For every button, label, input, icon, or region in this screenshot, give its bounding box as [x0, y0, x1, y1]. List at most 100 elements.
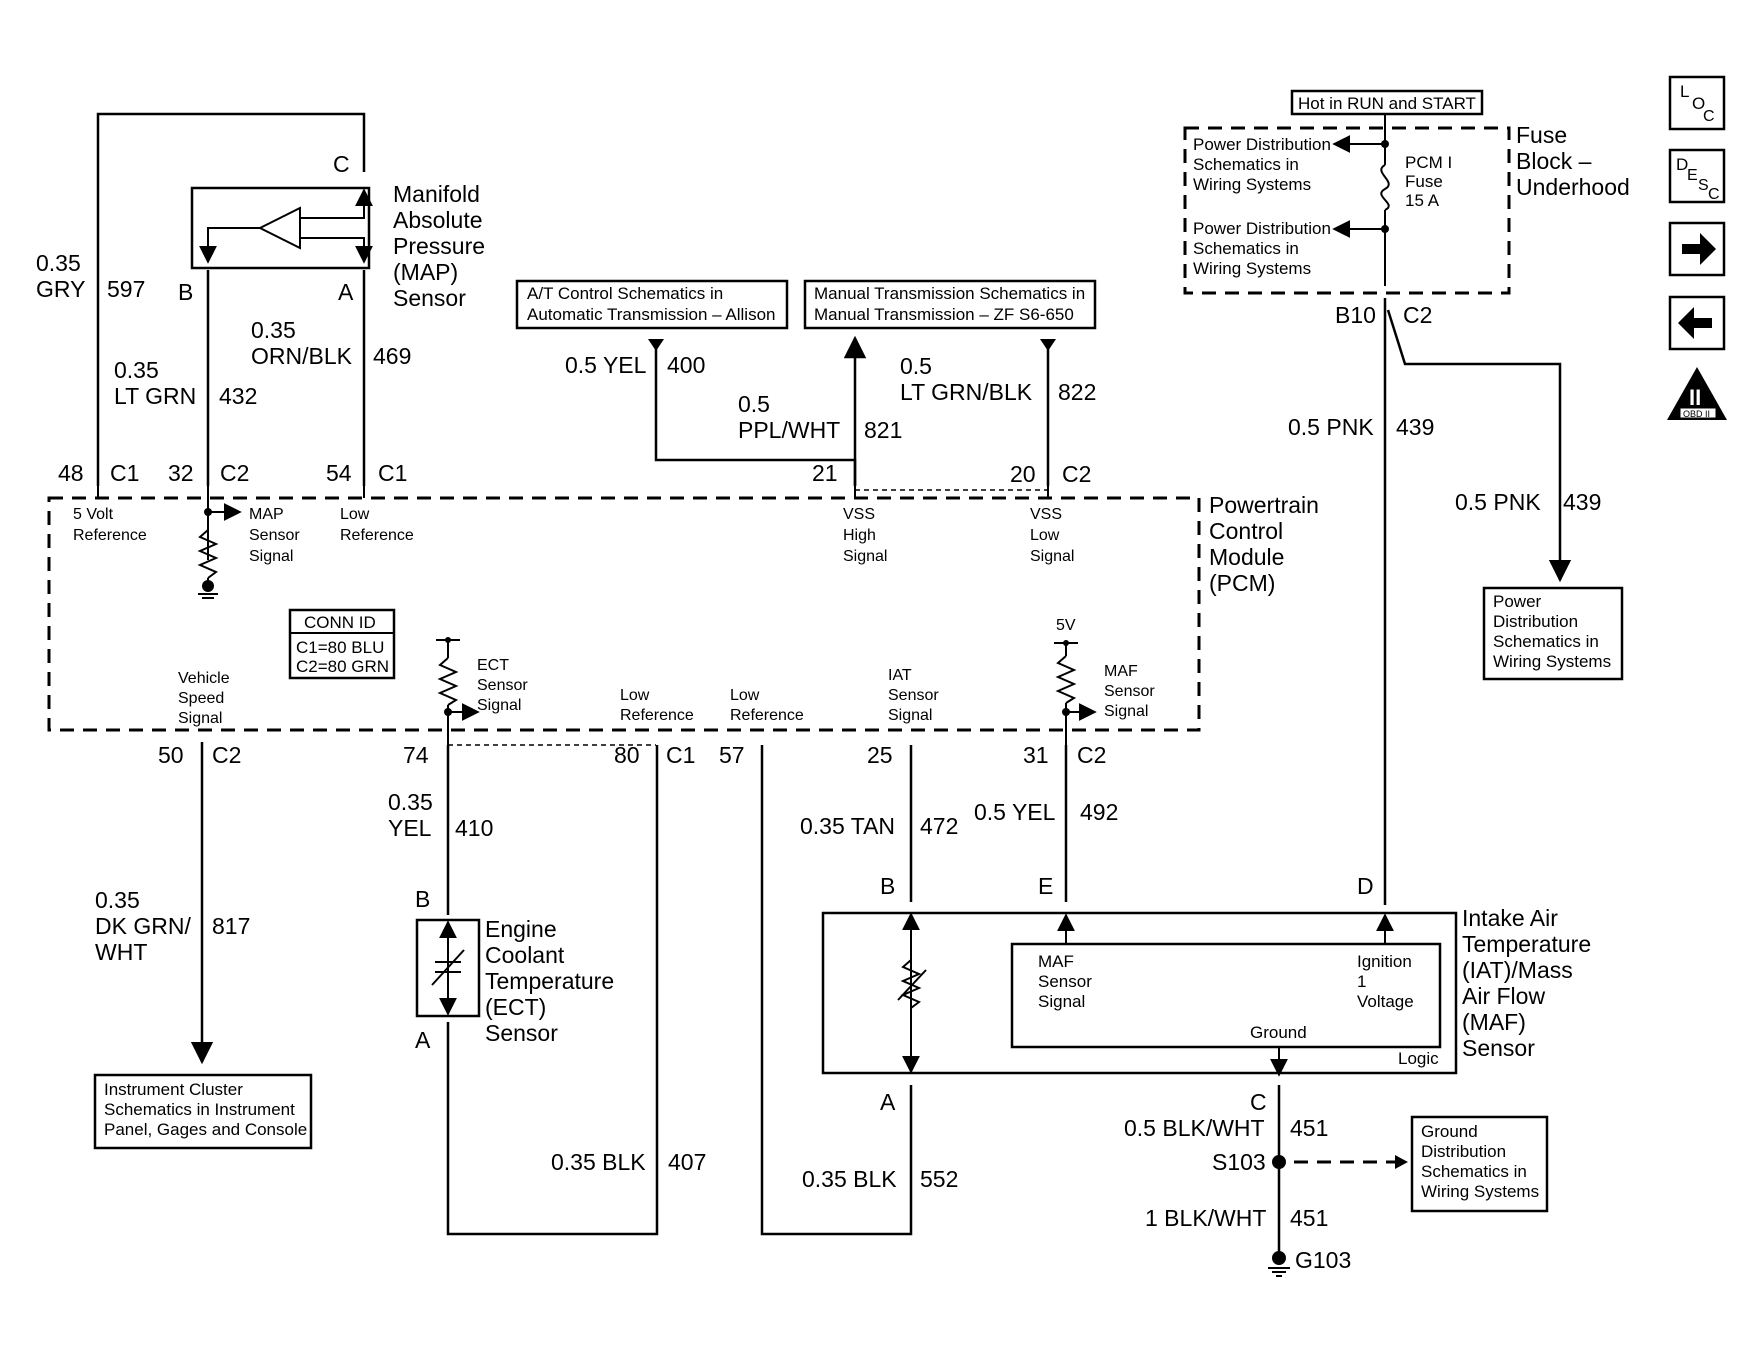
svg-text:54: 54 [326, 460, 352, 486]
svg-text:0.5: 0.5 [900, 353, 932, 379]
pd-ref-2[interactable]: Power Distribution Schematics in Wiring … [1193, 219, 1336, 278]
pcm-title: Powertrain Control Module (PCM) [1209, 492, 1325, 596]
pcm-ect-signal-label: ECT Sensor Signal [477, 657, 532, 714]
svg-text:C1: C1 [378, 460, 407, 486]
loc-icon[interactable]: L O C [1668, 75, 1726, 131]
iat-maf-logic-block [1010, 942, 1442, 1049]
svg-text:407: 407 [668, 1149, 706, 1175]
svg-text:0.5 YEL: 0.5 YEL [974, 799, 1056, 825]
at-control-ref-box[interactable]: A/T Control Schematics in Automatic Tran… [515, 279, 789, 330]
svg-text:D: D [1357, 873, 1374, 899]
back-arrow-icon[interactable] [1668, 295, 1726, 351]
obd-ii-icon[interactable]: II OBD II [1667, 367, 1727, 420]
mt-ref-box[interactable]: Manual Transmission Schematics in Manual… [803, 279, 1097, 330]
svg-text:C1: C1 [110, 460, 139, 486]
svg-text:0.35: 0.35 [388, 789, 433, 815]
svg-text:D: D [1676, 155, 1688, 174]
svg-text:400: 400 [667, 352, 705, 378]
map-sensor-title: Manifold Absolute Pressure (MAP) Sensor [393, 181, 491, 311]
svg-text:439: 439 [1563, 489, 1601, 515]
svg-text:ORN/BLK: ORN/BLK [251, 343, 353, 369]
svg-text:C2: C2 [1062, 461, 1091, 487]
svg-text:C: C [1703, 108, 1715, 125]
svg-text:410: 410 [455, 815, 493, 841]
wire-597 [96, 112, 366, 486]
svg-text:472: 472 [920, 813, 958, 839]
svg-text:CONN ID: CONN ID [304, 613, 376, 632]
svg-text:C: C [1250, 1089, 1267, 1115]
svg-text:0.35: 0.35 [36, 250, 81, 276]
svg-text:DK GRN/: DK GRN/ [95, 913, 191, 939]
svg-text:451: 451 [1290, 1115, 1328, 1141]
svg-text:C2: C2 [1077, 742, 1106, 768]
svg-text:0.5 PNK: 0.5 PNK [1288, 414, 1374, 440]
svg-text:822: 822 [1058, 379, 1096, 405]
svg-text:821: 821 [864, 417, 902, 443]
svg-text:O: O [1692, 94, 1705, 113]
svg-text:Automatic Transmission – Allis: Automatic Transmission – Allison [527, 305, 776, 324]
svg-text:Manual Transmission Schematics: Manual Transmission Schematics in [814, 284, 1085, 303]
iat-maf-sensor-title: Intake Air Temperature (IAT)/Mass Air Fl… [1462, 905, 1598, 1061]
svg-text:A/T Control Schematics in: A/T Control Schematics in [527, 284, 723, 303]
svg-text:Logic: Logic [1398, 1049, 1439, 1068]
svg-text:A: A [880, 1089, 896, 1115]
svg-text:PCM I Fuse 15 A: PCM I Fuse 15 A [1405, 153, 1457, 210]
svg-text:C2: C2 [1403, 302, 1432, 328]
map-pin-a: A [338, 279, 354, 305]
svg-text:32: 32 [168, 460, 194, 486]
fuse-icon [1380, 164, 1390, 211]
instrument-cluster-ref-box[interactable]: Instrument Cluster Schematics in Instrum… [93, 1073, 313, 1150]
pcm-5v-reference-label: 5 Volt Reference [73, 506, 147, 544]
svg-text:817: 817 [212, 913, 250, 939]
svg-text:31: 31 [1023, 742, 1049, 768]
pcm-bottom-pins: 50 C2 74 80 C1 57 25 31 C2 [158, 742, 1106, 768]
pd-ref-box-3[interactable]: Power Distribution Schematics in Wiring … [1482, 586, 1624, 681]
desc-icon[interactable]: D E S C [1668, 148, 1726, 204]
fuse-block-title: Fuse Block – Underhood [1516, 122, 1630, 200]
map-sensor: C B A Manifold Absolute Pressure (MAP) S… [178, 151, 491, 311]
svg-text:C1: C1 [666, 742, 695, 768]
splice-label: S103 [1212, 1149, 1266, 1175]
pcm-vss-low-label: VSS Low Signal [1030, 506, 1074, 565]
svg-text:0.35: 0.35 [95, 887, 140, 913]
svg-text:Ground Distribution: Ground Distribution Schematics in Wiring… [1421, 1122, 1539, 1201]
ground-distribution-ref-box[interactable]: Ground Distribution Schematics in Wiring… [1410, 1115, 1549, 1213]
svg-text:Power Distribution: Power Distribution Schematics in Wiring … [1493, 592, 1611, 671]
svg-text:0.5 PNK: 0.5 PNK [1455, 489, 1541, 515]
pd-ref-1[interactable]: Power Distribution Schematics in Wiring … [1193, 135, 1336, 194]
svg-text:48: 48 [58, 460, 84, 486]
svg-text:0.35: 0.35 [251, 317, 296, 343]
wire-407 [446, 745, 659, 1236]
svg-text:E: E [1038, 873, 1053, 899]
svg-text:Instrument Cluster Schem: Instrument Cluster Schematics in Instrum… [104, 1080, 307, 1139]
pcm-module [47, 496, 1201, 732]
svg-text:5V: 5V [1056, 617, 1076, 634]
map-pin-c: C [333, 151, 350, 177]
wire-552 [760, 745, 913, 1236]
svg-text:21: 21 [812, 460, 838, 486]
svg-text:WHT: WHT [95, 939, 147, 965]
pcm-top-pins: 48 C1 32 C2 54 C1 21 20 C2 [58, 460, 1091, 487]
svg-text:L: L [1680, 82, 1689, 101]
map-pin-b: B [178, 279, 193, 305]
svg-text:Manual Transmission – ZF S6-65: Manual Transmission – ZF S6-650 [814, 305, 1074, 324]
iat-maf-sensor: MAF Sensor Signal Ignition 1 Voltage Gro… [821, 911, 1458, 1077]
ground-icon [202, 580, 214, 592]
svg-text:0.5 YEL: 0.5 YEL [565, 352, 647, 378]
conn-id-box: CONN ID C1=80 BLU C2=80 GRN [288, 608, 396, 680]
svg-text:0.5: 0.5 [738, 391, 770, 417]
next-arrow-icon[interactable] [1668, 221, 1726, 277]
ect-sensor [415, 918, 481, 1018]
pcm-low-reference-1-label: Low Reference [620, 687, 694, 724]
svg-text:C: C [1708, 186, 1720, 203]
ect-pin-b: B [415, 886, 430, 912]
svg-text:552: 552 [920, 1166, 958, 1192]
svg-text:432: 432 [219, 383, 257, 409]
ect-pin-a: A [415, 1027, 431, 1053]
svg-text:469: 469 [373, 343, 411, 369]
svg-text:0.35 BLK: 0.35 BLK [551, 1149, 646, 1175]
svg-text:B10: B10 [1335, 302, 1376, 328]
svg-text:Ground: Ground [1250, 1023, 1307, 1042]
svg-text:B: B [880, 873, 895, 899]
svg-text:80: 80 [614, 742, 640, 768]
